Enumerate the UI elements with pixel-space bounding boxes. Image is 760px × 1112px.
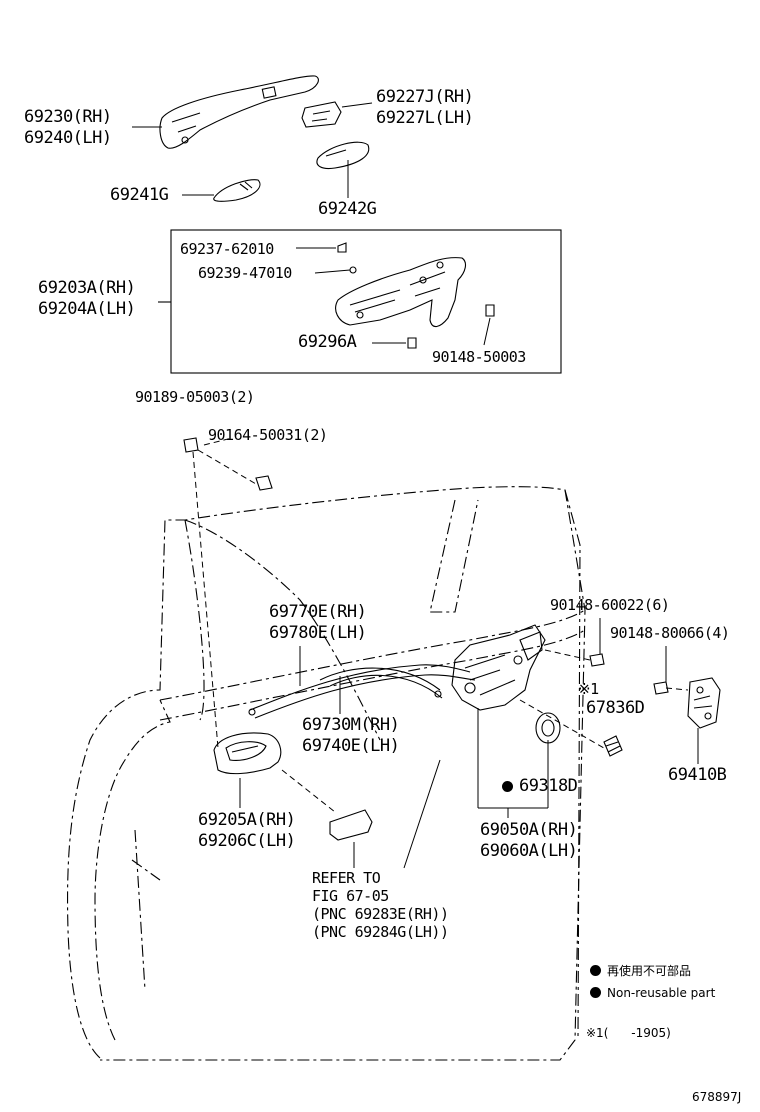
dash-line-bezel [281,769,336,813]
label-90148-50003: 90148-50003 [432,348,526,366]
handle-cover-part[interactable] [301,101,342,128]
frame-pad-part[interactable] [213,179,261,202]
label-69206c: 69206C(LH) [198,831,296,851]
legend-jp: 再使用不可部品 [590,964,691,978]
label-69296a: 69296A [298,332,357,352]
label-69730m: 69730M(RH) [302,715,400,735]
label-69410b: 69410B [668,765,727,785]
handle-pad-part[interactable] [316,141,370,170]
label-69230: 69230(RH) [24,107,112,127]
legend-en: Non-reusable part [590,986,715,1000]
striker-part[interactable] [687,677,721,729]
label-69060a: 69060A(LH) [480,841,578,861]
leader-lines-top [132,102,373,198]
door-lock-assembly[interactable] [451,624,546,711]
legend-note1: ※1( -1905) [586,1026,671,1040]
label-69203a: 69203A(RH) [38,278,136,298]
label-69770e: 69770E(RH) [269,602,367,622]
legend-en-text: Non-reusable part [607,986,716,1000]
legend-jp-text: 再使用不可部品 [607,964,692,978]
label-69241g: 69241G [110,185,169,205]
label-69237: 69237-62010 [180,240,274,258]
label-69240: 69240(LH) [24,128,112,148]
label-90164: 90164-50031(2) [208,426,328,444]
screws-door-top[interactable] [183,437,273,491]
label-90189: 90189-05003(2) [135,388,255,406]
frame-bolts[interactable] [337,242,495,349]
label-90148-60022: 90148-60022(6) [550,596,670,614]
figure-id: 678897J [692,1090,742,1104]
striker-screw[interactable] [653,681,669,695]
inside-handle-bezel[interactable] [329,809,373,841]
label-90148-80066: 90148-80066(4) [610,624,730,642]
refer-line-2: FIG 67-05 [312,887,389,905]
grommet-part[interactable] [603,735,623,757]
label-69239: 69239-47010 [198,264,292,282]
label-69227l: 69227L(LH) [376,108,474,128]
label-69205a: 69205A(RH) [198,810,296,830]
legend-dot-icon [590,987,601,998]
label-69050a: 69050A(RH) [480,820,578,840]
dash-lines-top-screws [192,437,257,749]
label-69242g: 69242G [318,199,377,219]
non-reusable-dot-icon [502,781,513,792]
handle-frame-part[interactable] [335,257,467,328]
outside-handle-part[interactable] [159,75,319,149]
door-outline [66,486,586,1061]
leader-lines-lock [403,708,549,869]
legend-dot-icon [590,965,601,976]
inside-handle-part[interactable] [213,732,282,775]
label-69318d-text: 69318D [519,776,578,796]
leader-lines-cables [299,646,341,714]
label-69318d: 69318D [502,776,578,796]
refer-line-4: (PNC 69284G(LH)) [312,923,449,941]
refer-line-3: (PNC 69283E(RH)) [312,905,449,923]
lock-screw[interactable] [589,653,605,667]
label-69740e: 69740E(LH) [302,736,400,756]
refer-line-1: REFER TO [312,869,381,887]
washer-part[interactable] [535,712,561,744]
leader-lines-frame [296,247,491,346]
label-69227j: 69227J(RH) [376,87,474,107]
label-69780e: 69780E(LH) [269,623,367,643]
label-69204a: 69204A(LH) [38,299,136,319]
label-note-mark: ※1 [578,680,599,698]
lock-cables[interactable] [248,664,476,719]
dash-lines-lock [519,649,689,749]
label-67836d: 67836D [586,698,645,718]
